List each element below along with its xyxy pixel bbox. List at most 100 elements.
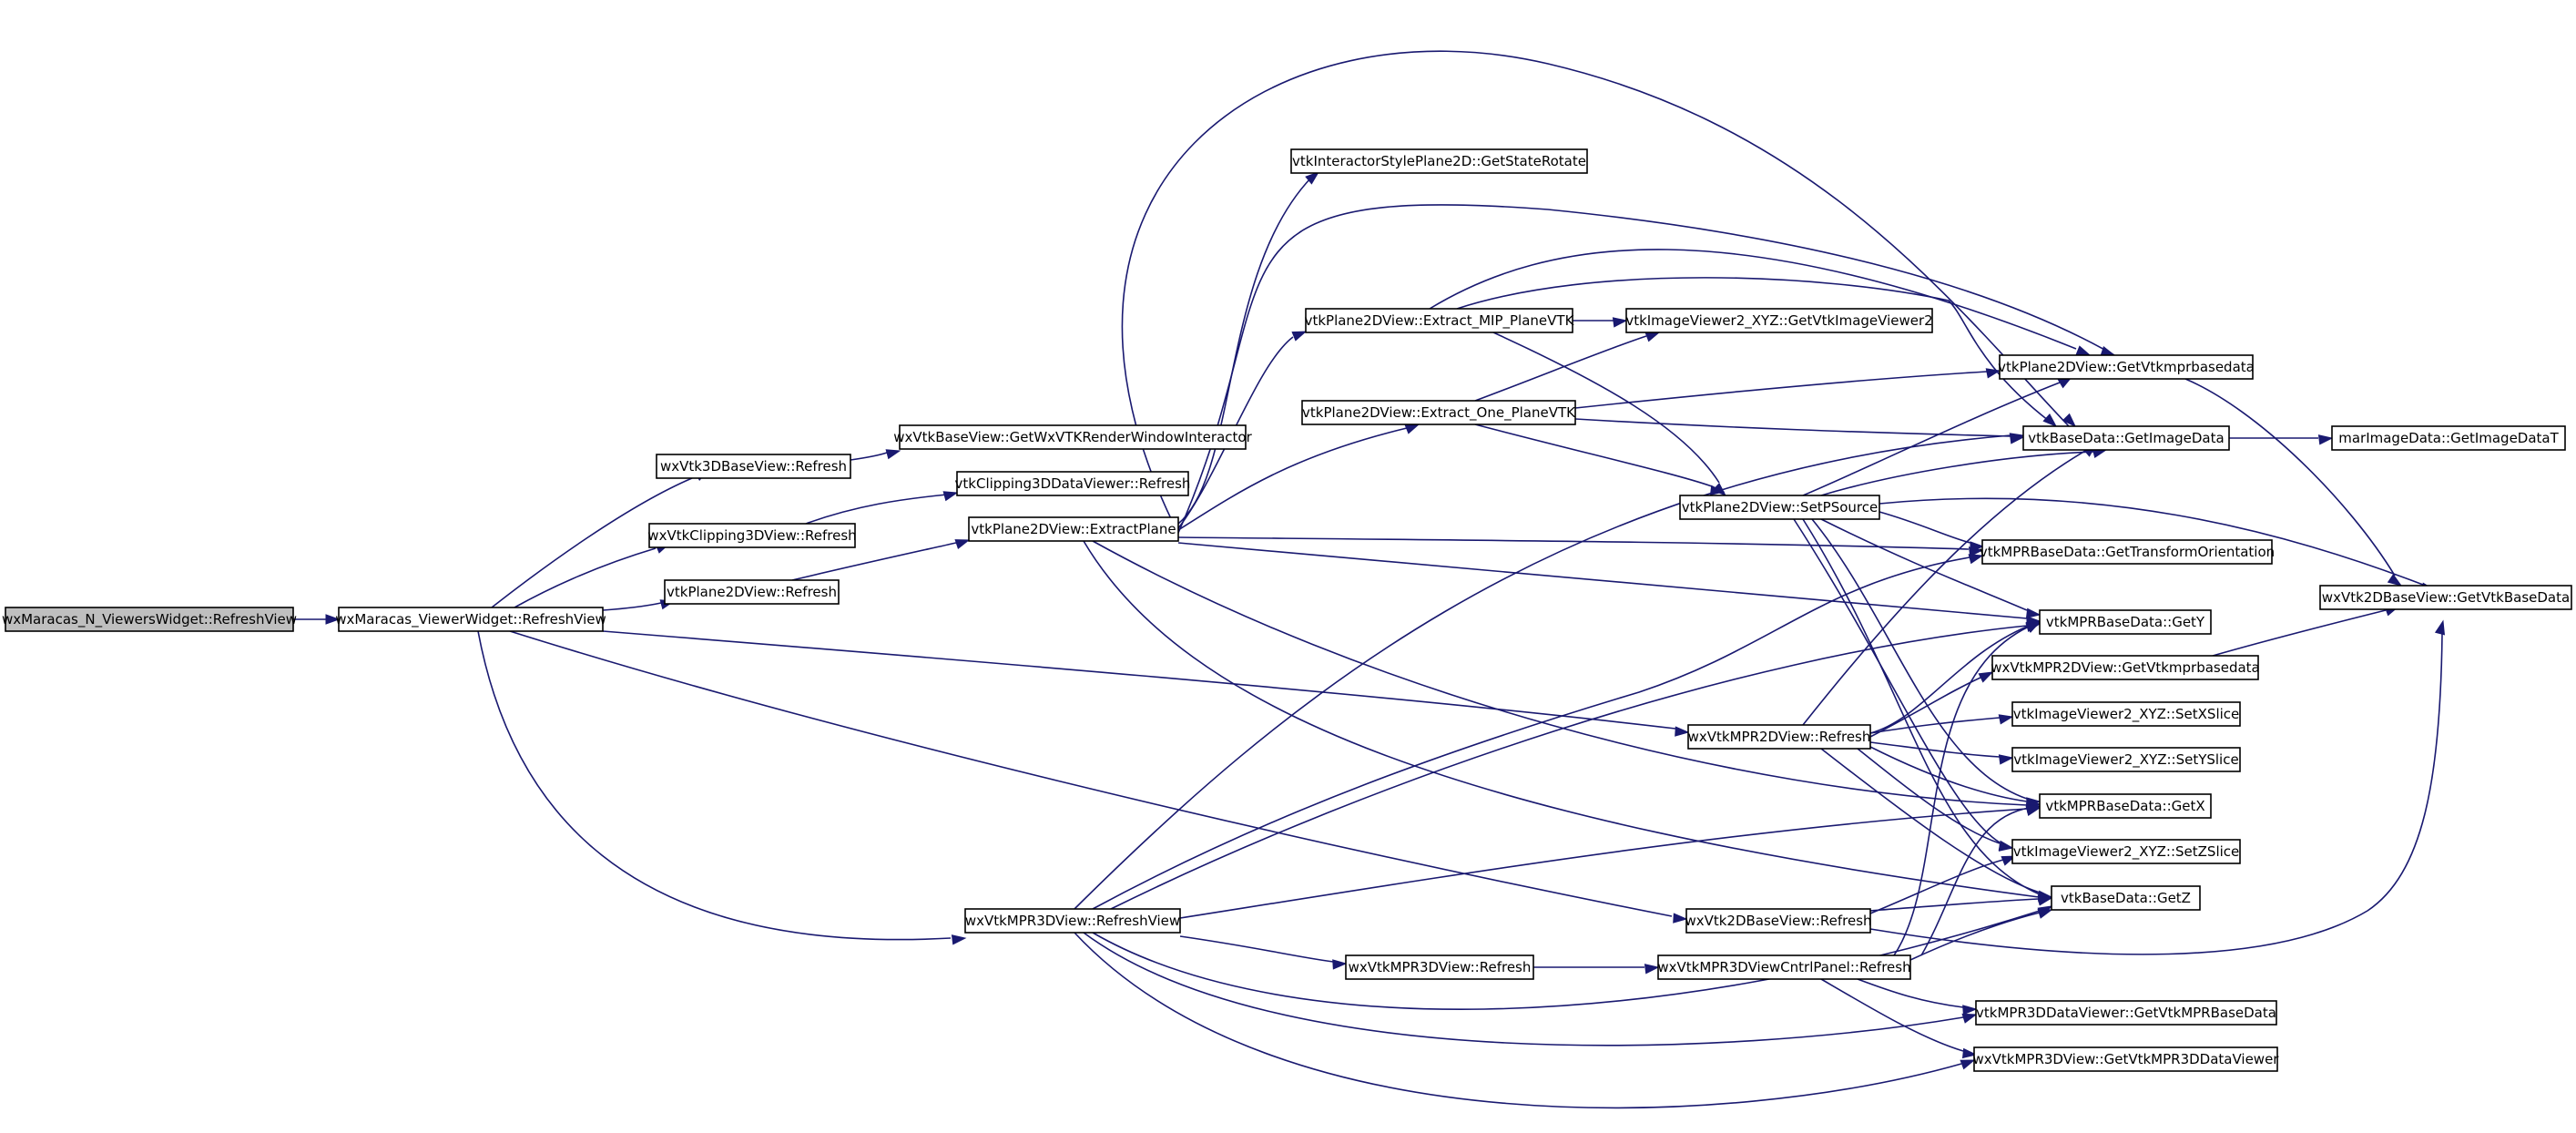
node-box [2051,885,2201,911]
arrowhead [942,491,959,502]
arrowhead [1404,424,1420,434]
edge-n7-to-n18 [1177,542,2041,627]
graph-node-n14[interactable]: marImageData::GetImageDataT [2331,425,2566,451]
arrowhead [2037,908,2053,919]
graph-node-n29[interactable]: wxVtkMPR3DViewCntrlPanel::Refresh [1657,954,1911,980]
node-box [1973,1046,2278,1072]
graph-node-n19[interactable]: wxVtkMPR2DView::GetVtkmprbasedata [1991,655,2260,680]
edge-line [2212,609,2387,657]
edge-line [1909,912,2041,961]
node-box [2039,609,2212,635]
graph-node-n0[interactable]: wxMaracas_N_ViewersWidget::RefreshView [2,607,297,632]
edge-n12-to-n17 [2184,378,2403,587]
graph-node-n17[interactable]: wxVtk2DBaseView::GetVtkBaseData [2319,585,2572,610]
graph-node-n16[interactable]: vtkMPRBaseData::GetTransformOrientation [1980,539,2275,565]
edge-n11-to-n15 [1474,424,1726,495]
graph-node-n7[interactable]: vtkPlane2DView::ExtractPlane [968,516,1179,542]
arrowhead [1962,1005,1978,1016]
arrowhead [1968,554,1984,565]
graph-node-n18[interactable]: vtkMPRBaseData::GetY [2039,609,2212,635]
graph-node-n22[interactable]: vtkImageViewer2_XYZ::SetYSlice [2011,747,2241,772]
node-box [1981,539,2273,565]
edge-line [1110,625,2028,910]
edge-n9-to-n10 [1573,317,1628,328]
edge-line [1920,807,2030,956]
arrowhead [2317,434,2334,445]
node-label: wxVtkClipping3DView::Refresh [647,527,856,544]
graph-node-n28[interactable]: wxVtkMPR3DView::Refresh [1345,954,1534,980]
graph-node-n6[interactable]: vtkClipping3DDataViewer::Refresh [955,471,1191,496]
edge-n15-to-n16 [1879,511,1985,552]
node-label: wxVtk3DBaseView::Refresh [660,458,847,475]
graph-node-n1[interactable]: wxMaracas_ViewerWidget::RefreshView [335,607,606,632]
edge-line [1083,540,2040,898]
node-box [664,579,840,605]
arrowhead [1960,1059,1976,1070]
edge-line [1879,497,2424,586]
node-label: wxVtk2DBaseView::Refresh [1685,913,1871,929]
edge-line [1869,859,2004,914]
graph-node-n12[interactable]: vtkPlane2DView::GetVtkmprbasedata [1998,354,2255,380]
arrowhead [1998,754,2014,765]
node-box [956,471,1189,496]
graph-node-n25[interactable]: wxVtkMPR3DView::RefreshView [964,908,1181,934]
graph-node-n15[interactable]: vtkPlane2DView::SetPSource [1679,495,1880,520]
edge-n25-to-n23 [1179,805,2041,919]
edge-line [1177,204,2115,534]
node-box [5,607,294,632]
edge-n4-to-n7 [791,539,971,581]
node-box [2022,425,2230,451]
edge-line [602,630,1676,730]
edge-line [1456,277,2050,422]
graph-node-n11[interactable]: vtkPlane2DView::Extract_One_PlaneVTK [1301,400,1576,425]
edge-line [1893,626,2030,956]
edge-n7-to-n13 [1121,50,2077,535]
graph-node-n10[interactable]: vtkImageViewer2_XYZ::GetVtkImageViewer2 [1625,308,1933,333]
node-box [656,454,851,479]
node-label: wxMaracas_N_ViewersWidget::RefreshView [2,611,297,628]
graph-node-n20[interactable]: wxVtkMPR2DView::Refresh [1687,724,1871,750]
edge-n25-to-n31 [1074,932,1976,1109]
edge-n13-to-n14 [2229,434,2334,445]
graph-node-n3[interactable]: wxVtkClipping3DView::Refresh [647,523,857,548]
node-label: vtkPlane2DView::SetPSource [1682,499,1879,515]
graph-node-n13[interactable]: vtkBaseData::GetImageData [2022,425,2230,451]
graph-node-n24[interactable]: vtkImageViewer2_XYZ::SetZSlice [2011,839,2241,864]
graph-node-n26[interactable]: wxVtk2DBaseView::Refresh [1685,908,1872,934]
graph-node-n9[interactable]: vtkPlane2DView::Extract_MIP_PlaneVTK [1305,308,1575,333]
graph-node-n23[interactable]: vtkMPRBaseData::GetX [2039,793,2212,819]
node-label: vtkImageViewer2_XYZ::GetVtkImageViewer2 [1625,312,1932,330]
arrowhead [2025,621,2041,633]
arrowhead [1332,959,1348,970]
node-box [1679,495,1880,520]
edge-n2-to-n5 [850,449,901,461]
graph-node-n2[interactable]: wxVtk3DBaseView::Refresh [656,454,851,479]
edge-line [1429,249,2077,350]
node-box [899,424,1247,450]
graph-node-n8[interactable]: vtkInteractorStylePlane2D::GetStateRotat… [1290,148,1588,174]
graph-node-n4[interactable]: vtkPlane2DView::Refresh [664,579,840,605]
graph-node-n5[interactable]: wxVtkBaseView::GetWxVTKRenderWindowInter… [893,424,1253,450]
node-box [2011,839,2241,864]
graph-node-n30[interactable]: vtkMPR3DDataViewer::GetVtkMPRBaseData [1975,1000,2277,1026]
graph-node-n21[interactable]: vtkImageViewer2_XYZ::SetXSlice [2011,701,2241,727]
edge-line [1869,677,1981,738]
node-box [1657,954,1911,980]
node-label: vtkMPRBaseData::GetTransformOrientation [1980,544,2275,560]
edge-line [514,547,657,608]
edge-line [1869,633,2443,955]
node-label: vtkImageViewer2_XYZ::SetYSlice [2013,751,2238,769]
edge-line [791,542,957,581]
node-box [2331,425,2566,451]
edge-line [1092,540,2028,806]
node-label: wxVtkMPR3DViewCntrlPanel::Refresh [1657,959,1910,975]
edge-line [1574,418,2011,437]
edge-line [1074,932,1962,1109]
graph-node-n31[interactable]: wxVtkMPR3DView::GetVtkMPR3DDataViewer [1973,1046,2280,1072]
arrowhead [2009,433,2025,444]
edge-line [1179,808,2028,919]
node-label: wxVtkMPR3DView::Refresh [1349,959,1532,975]
graph-node-n27[interactable]: vtkBaseData::GetZ [2051,885,2201,911]
arrowhead [1305,171,1320,185]
